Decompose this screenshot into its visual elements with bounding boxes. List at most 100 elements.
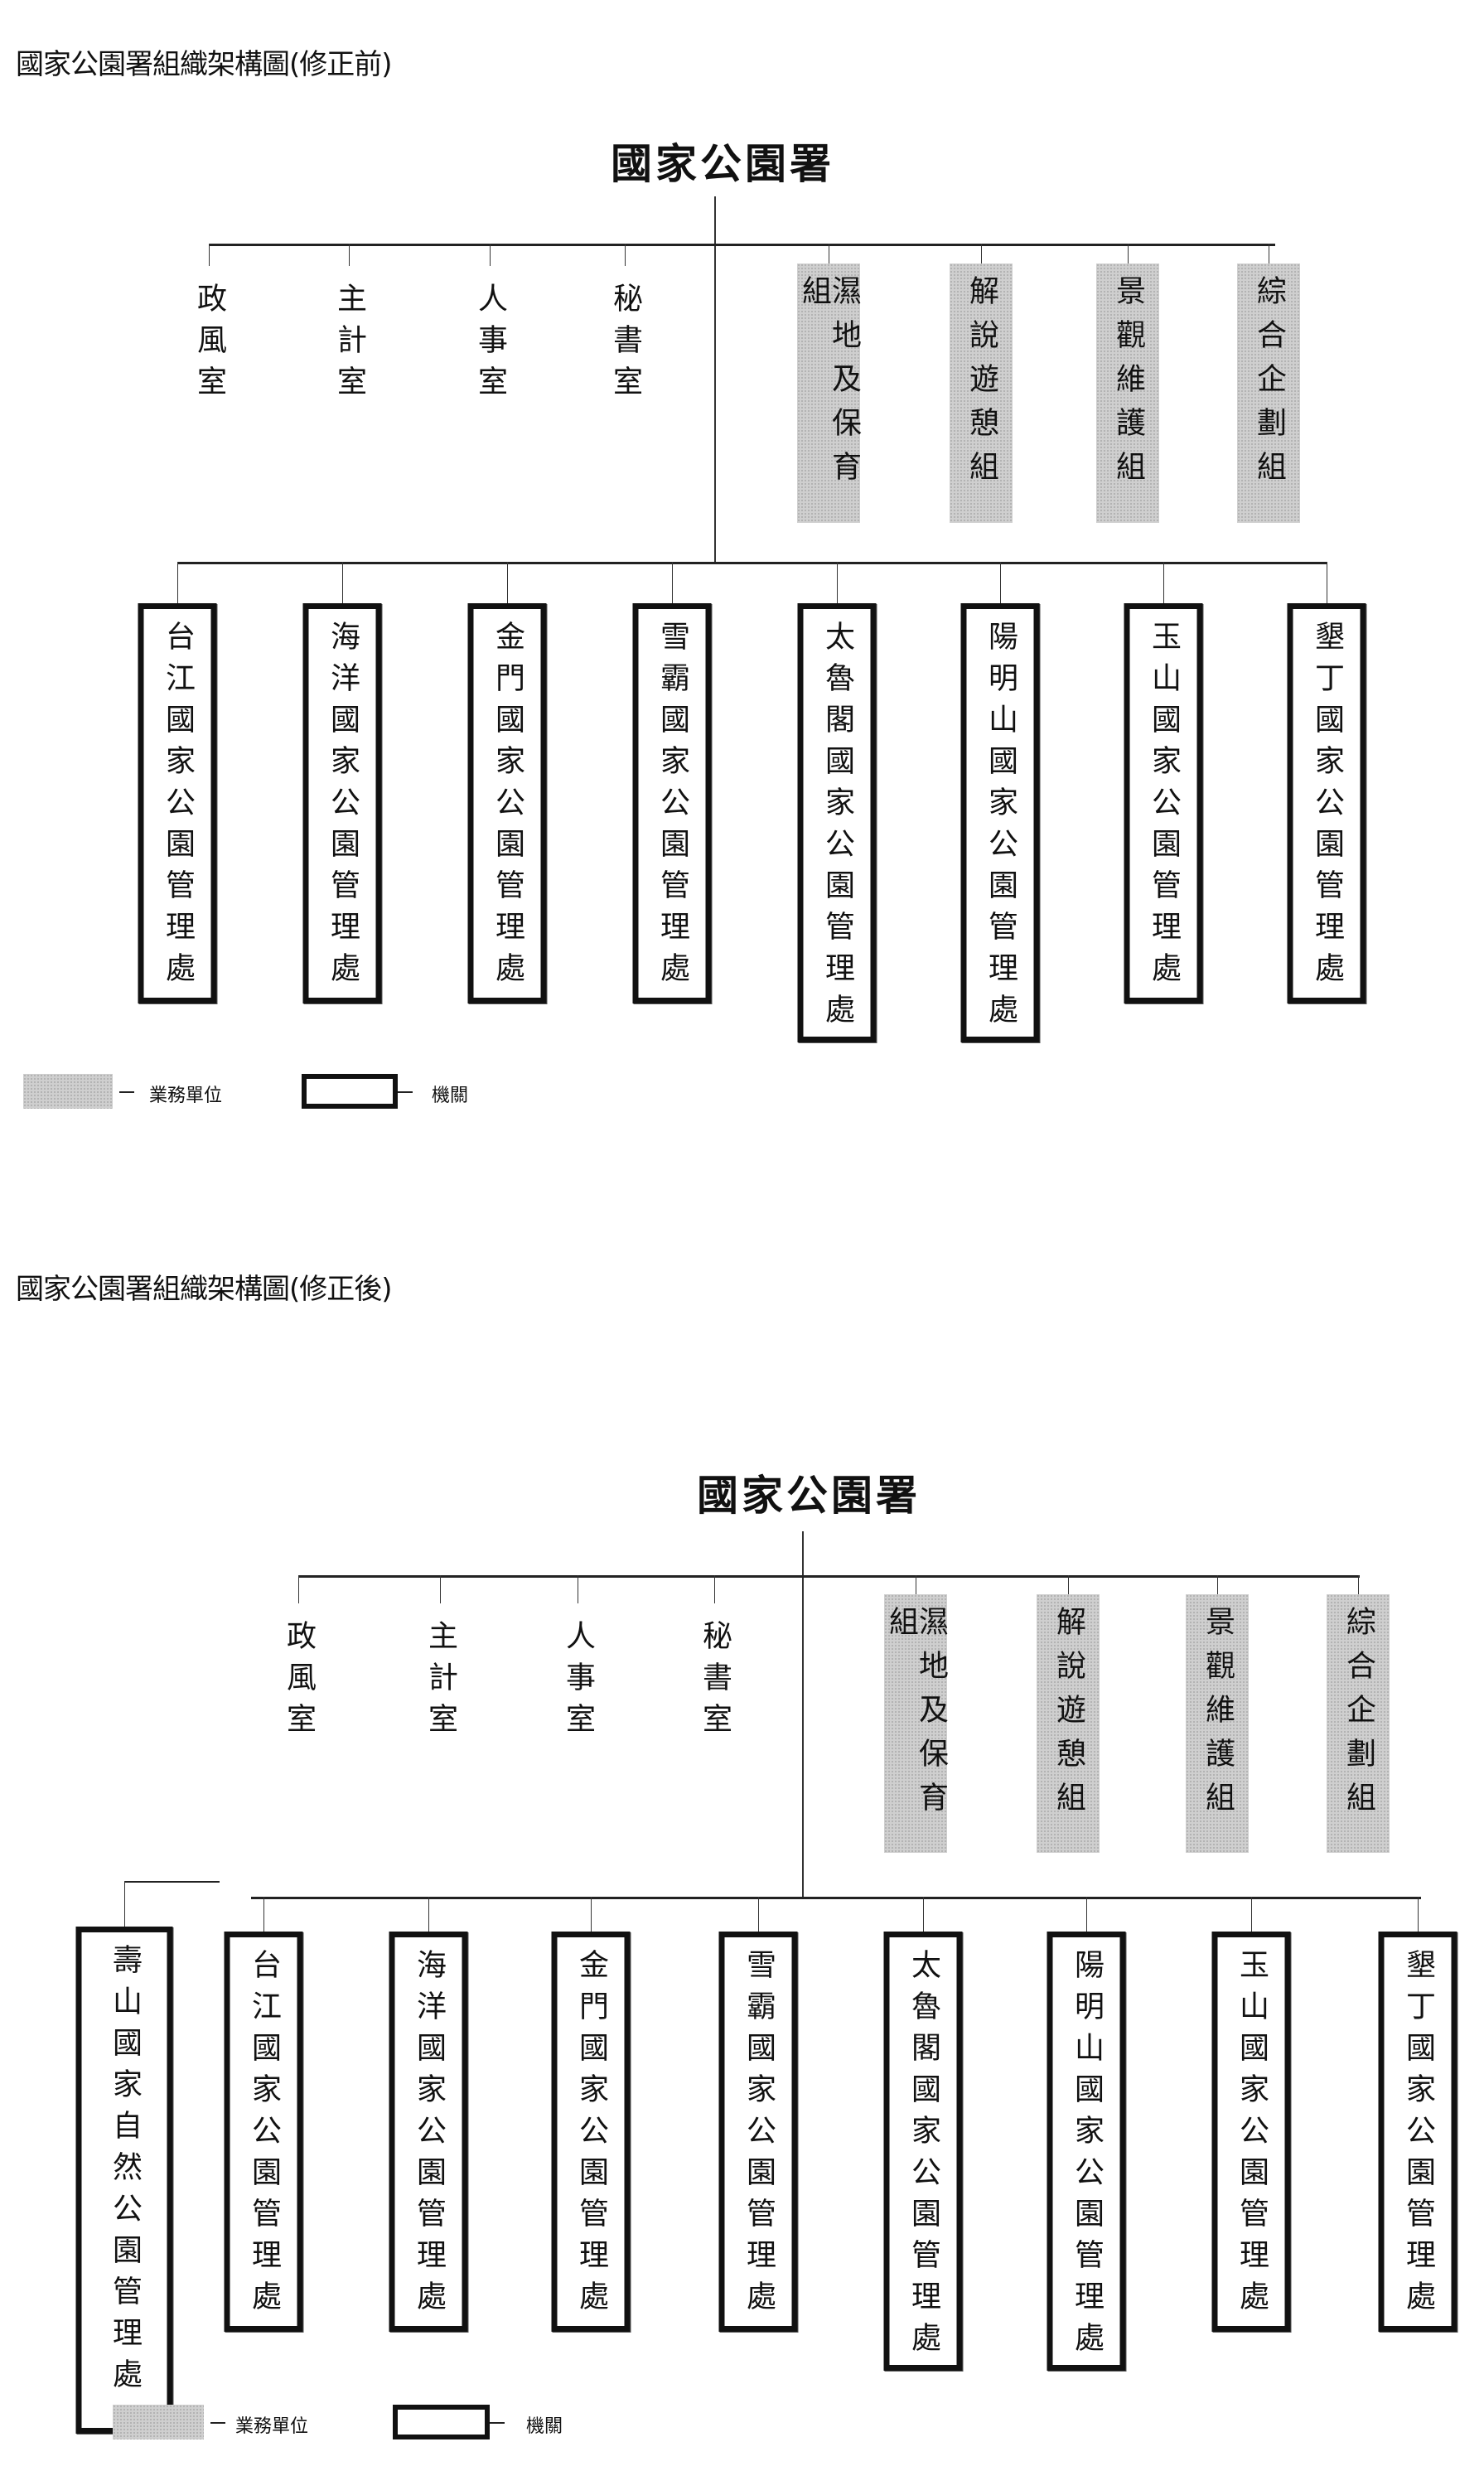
agency-label: 太魯閣國家公園管理處 [820,621,854,1035]
business-unit: 解說遊憩組 [950,264,1013,523]
business-connector [1128,244,1129,264]
legend-dash [490,2422,505,2424]
agency-label: 陽明山國家公園管理處 [984,621,1018,1035]
business-unit: 解說遊憩組 [1037,1594,1100,1853]
new-agency-connector [124,1881,125,1927]
agencies-bus-line [177,562,1327,564]
agency-label: 太魯閣國家公園管理處 [906,1949,940,2363]
business-unit-label: 景觀維護組 [1201,1606,1235,1825]
agency-connector [672,562,673,603]
business-unit: 濕地及保育組 [884,1594,948,1853]
agency-label: 雪霸國家公園管理處 [655,621,689,994]
agency-connector [342,562,343,603]
agency-box: 陽明山國家公園管理處 [1047,1932,1126,2371]
agency-connector [923,1897,924,1932]
legend-agency-swatch [393,2405,490,2439]
agency-label: 金門國家公園管理處 [574,1949,608,2322]
trunk-line [802,1531,804,1897]
legend-agency-swatch [302,1074,398,1109]
agency-label: 台江國家公園管理處 [161,621,195,994]
staff-connector [490,244,491,266]
staff-unit: 政風室 [282,1620,316,1744]
agency-connector [1418,1897,1419,1932]
staff-connector [714,1575,715,1603]
agency-connector [1000,562,1001,603]
agency-connector [1251,1897,1252,1932]
legend-agency-label: 機關 [526,2416,563,2437]
staff-connector [349,244,350,266]
units-bus-line [209,244,1275,246]
legend-business-label: 業務單位 [235,2416,309,2437]
agencies-bus-line [251,1897,1421,1899]
legend-dash [119,1091,134,1093]
staff-connector [625,244,626,266]
agency-box: 台江國家公園管理處 [224,1932,303,2332]
agency-box: 金門國家公園管理處 [551,1932,631,2332]
legend-business-swatch [23,1074,113,1109]
business-unit: 綜合企劃組 [1327,1594,1390,1853]
staff-unit: 秘書室 [698,1620,732,1744]
business-unit-label: 綜合企劃組 [1341,1606,1375,1825]
business-unit-label: 解說遊憩組 [964,275,998,495]
new-agency-box: 壽山國家自然公園管理處 [75,1927,173,2434]
staff-unit: 政風室 [192,283,226,407]
agency-box: 金門國家公園管理處 [467,603,547,1003]
new-agency-label: 壽山國家自然公園管理處 [108,1944,142,2400]
business-connector [1358,1575,1359,1594]
business-unit-label: 濕地及保育組 [884,1606,948,1825]
business-unit: 景觀維護組 [1096,264,1159,523]
agency-label: 墾丁國家公園管理處 [1401,1949,1435,2322]
agency-box: 墾丁國家公園管理處 [1287,603,1366,1003]
agency-label: 海洋國家公園管理處 [412,1949,446,2322]
agency-label: 雪霸國家公園管理處 [742,1949,776,2322]
agency-connector [507,562,508,603]
staff-connector [298,1575,299,1603]
business-connector [1068,1575,1069,1594]
business-unit: 濕地及保育組 [797,264,861,523]
business-unit-label: 綜合企劃組 [1252,275,1286,495]
agency-label: 墾丁國家公園管理處 [1310,621,1344,994]
agency-box: 玉山國家公園管理處 [1211,1932,1291,2332]
business-connector [1217,1575,1218,1594]
trunk-line [714,196,716,562]
document-title: 國家公園署組織架構圖(修正前) [16,48,393,81]
legend-business-swatch [113,2405,204,2439]
business-unit: 景觀維護組 [1186,1594,1249,1853]
agency-box: 墾丁國家公園管理處 [1378,1932,1457,2332]
legend-agency-label: 機關 [432,1086,469,1106]
agency-box: 太魯閣國家公園管理處 [797,603,877,1042]
agency-label: 玉山國家公園管理處 [1147,621,1181,994]
agency-connector [428,1897,429,1932]
agency-connector [1163,562,1164,603]
agency-label: 海洋國家公園管理處 [326,621,360,994]
new-agency-line [124,1881,220,1883]
agency-label: 金門國家公園管理處 [491,621,524,994]
business-unit-label: 濕地及保育組 [797,275,861,495]
agency-label: 台江國家公園管理處 [247,1949,281,2322]
agency-label: 玉山國家公園管理處 [1235,1949,1269,2322]
legend-dash [398,1091,413,1093]
staff-connector [209,244,210,266]
head-agency-title: 國家公園署 [697,1471,921,1520]
agency-box: 海洋國家公園管理處 [302,603,382,1003]
units-bus-line [298,1575,1360,1578]
agency-connector [1086,1897,1087,1932]
business-unit-label: 解說遊憩組 [1051,1606,1085,1825]
staff-unit: 主計室 [423,1620,457,1744]
business-unit: 綜合企劃組 [1237,264,1300,523]
head-agency-title: 國家公園署 [611,139,834,188]
agency-box: 雪霸國家公園管理處 [632,603,712,1003]
agency-box: 陽明山國家公園管理處 [960,603,1040,1042]
document-title: 國家公園署組織架構圖(修正後) [16,1273,393,1306]
agency-connector [177,562,178,603]
staff-unit: 秘書室 [608,283,642,407]
agency-box: 太魯閣國家公園管理處 [883,1932,963,2371]
staff-unit: 人事室 [473,283,507,407]
agency-connector [837,562,838,603]
agency-box: 雪霸國家公園管理處 [718,1932,798,2332]
legend-business-label: 業務單位 [149,1086,223,1106]
agency-connector [591,1897,592,1932]
agency-box: 玉山國家公園管理處 [1124,603,1203,1003]
staff-unit: 人事室 [561,1620,595,1744]
agency-box: 海洋國家公園管理處 [389,1932,468,2332]
